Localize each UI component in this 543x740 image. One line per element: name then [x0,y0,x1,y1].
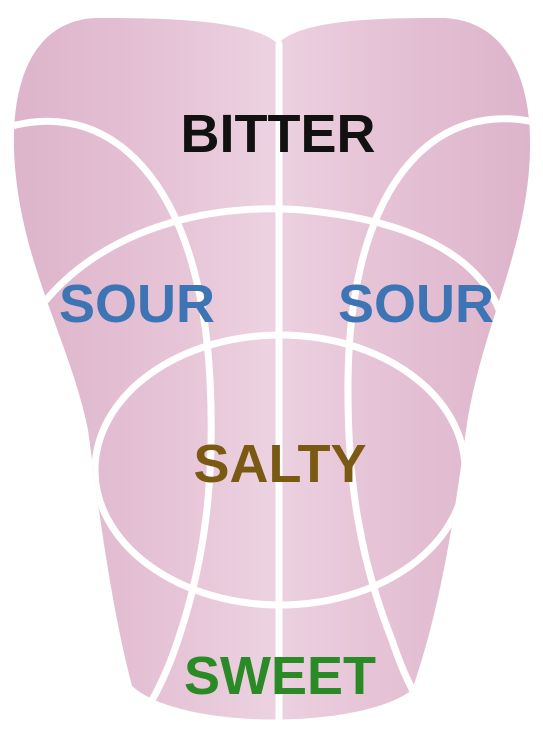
label-salty: SALTY [194,434,367,494]
label-sour-left: SOUR [59,274,215,334]
label-bitter: BITTER [181,104,376,164]
label-sour-right: SOUR [338,274,494,334]
label-sweet: SWEET [184,646,376,706]
